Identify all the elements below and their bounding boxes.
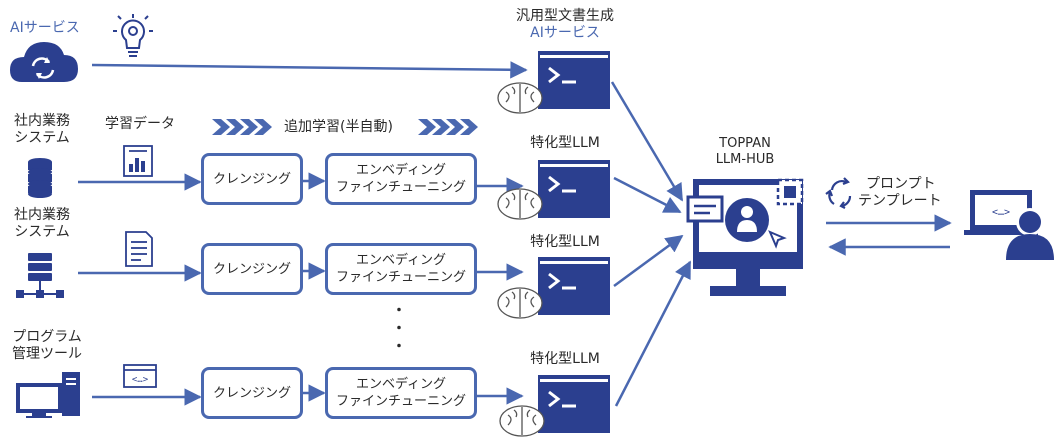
user-code-text: <…> (992, 207, 1010, 218)
program-tool-line1: プログラム (12, 329, 82, 345)
cloud-sync-icon (10, 42, 78, 82)
specialized-llm-label-2: 特化型LLM (530, 234, 600, 250)
ellipsis-dots: ・ ・ ・ (392, 303, 406, 355)
arrow-ai-to-general (91, 61, 528, 79)
server-network-icon (16, 253, 64, 298)
terminal-icon-llm-1 (538, 160, 610, 218)
tuning-box-1: エンベディングファインチューニング (325, 153, 477, 205)
arrow-general-to-hub (610, 81, 684, 202)
svg-text:<…>: <…> (132, 375, 149, 385)
arrow-llm2-to-hub (613, 234, 684, 288)
prompt-line1: プロンプト (866, 176, 936, 192)
general-llm-line1: 汎用型文書生成 (516, 8, 614, 24)
program-tool-line2: 管理ツール (12, 346, 82, 362)
lightbulb-gear-icon (113, 14, 153, 57)
arrow-llm1-to-hub (613, 176, 682, 214)
ai-service-label: AIサービス (10, 20, 80, 36)
specialized-llm-label-1: 特化型LLM (530, 135, 600, 151)
chevrons-left (212, 119, 272, 135)
brain-icon-general (497, 82, 543, 114)
brain-icon-llm-2 (497, 287, 543, 319)
text-document-icon (125, 231, 153, 267)
terminal-icon-llm-2 (538, 257, 610, 315)
learning-data-label: 学習データ (105, 116, 175, 132)
prompt-template-label: プロンプト テンプレート (858, 176, 942, 210)
tuning-3-line1: エンベディング (355, 377, 447, 392)
additional-learning-label: 追加学習(半自動) (284, 119, 393, 135)
recycle-icon (825, 177, 852, 209)
database-icon (28, 158, 52, 198)
tuning-box-2: エンベディングファインチューニング (325, 243, 477, 295)
tuning-box-3: エンベディングファインチューニング (325, 367, 477, 419)
brain-icon-llm-3 (499, 405, 545, 437)
brain-icon-llm-1 (497, 188, 543, 220)
tuning-2-line2: ファインチューニング (335, 270, 466, 285)
terminal-icon-general (538, 51, 610, 109)
internal-system-2-label: 社内業務 システム (10, 207, 74, 241)
internal-system-1-label: 社内業務 システム (10, 113, 74, 147)
tuning-1-line1: エンベディング (355, 163, 447, 178)
chart-document-icon (123, 145, 153, 177)
general-llm-label: 汎用型文書生成 AIサービス (490, 8, 640, 42)
user-laptop-icon: <…> (964, 190, 1054, 260)
specialized-llm-label-3: 特化型LLM (530, 351, 600, 367)
cleansing-box-1: クレンジング (201, 153, 303, 205)
hub-line2: LLM-HUB (715, 152, 775, 167)
tuning-1-line2: ファインチューニング (335, 180, 466, 195)
terminal-icon-llm-3 (538, 375, 610, 433)
tuning-2-line1: エンベディング (355, 253, 447, 268)
internal-system-1-line1: 社内業務 (14, 113, 70, 129)
desktop-computer-icon (16, 372, 80, 418)
hub-line1: TOPPAN (719, 136, 771, 151)
cleansing-box-2: クレンジング (201, 243, 303, 295)
hub-monitor-icon (686, 178, 804, 296)
internal-system-2-line1: 社内業務 (14, 207, 70, 223)
program-tool-label: プログラム 管理ツール (4, 329, 90, 363)
cleansing-box-3: クレンジング (201, 367, 303, 419)
internal-system-2-line2: システム (14, 224, 70, 240)
arrow-llm3-to-hub (614, 260, 692, 407)
chevrons-right (418, 119, 478, 135)
tuning-3-line2: ファインチューニング (335, 394, 466, 409)
code-window-icon: <…> (123, 364, 157, 388)
hub-label: TOPPAN LLM-HUB (690, 136, 800, 168)
prompt-line2: テンプレート (858, 193, 942, 209)
general-llm-line2: AIサービス (530, 25, 600, 41)
internal-system-1-line2: システム (14, 130, 70, 146)
